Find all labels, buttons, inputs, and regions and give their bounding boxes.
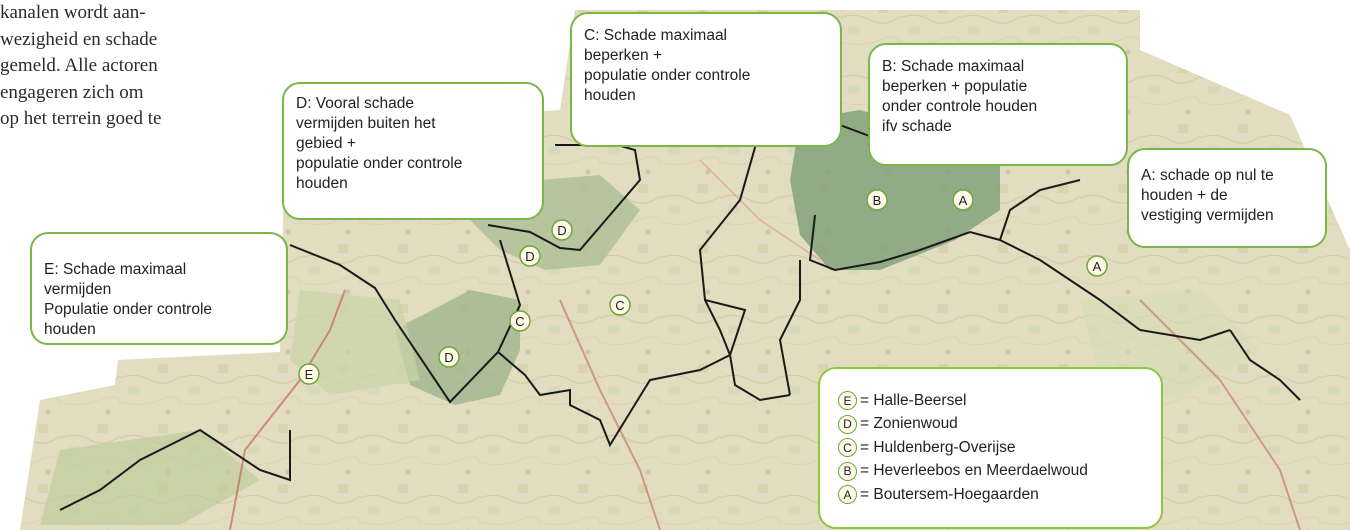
marker-label: B (873, 193, 882, 208)
marker-c-1: C (609, 294, 631, 316)
legend-badge: E (838, 391, 857, 411)
marker-d-1: D (551, 219, 573, 241)
marker-label: A (1093, 259, 1102, 274)
legend-label: = Boutersem-Hoegaarden (860, 485, 1039, 503)
marker-d-2: D (519, 245, 541, 267)
marker-e: E (298, 363, 320, 385)
callout-line: houden (44, 321, 96, 338)
callout-line: vestiging vermijden (1141, 207, 1274, 224)
callout-line: E: Schade maximaal (44, 261, 187, 278)
marker-label: D (557, 223, 566, 238)
legend-label: = Halle-Beersel (860, 391, 967, 409)
legend-badge: B (838, 461, 857, 481)
legend-item: E = Halle-Beersel (838, 389, 1161, 413)
marker-label: A (959, 193, 968, 208)
callout-a: A: schade op nul te houden + de vestigin… (1127, 148, 1327, 248)
article-text: kanalen wordt aan- wezigheid en schade g… (0, 0, 245, 133)
marker-label: E (305, 367, 314, 382)
marker-a-2: A (1086, 255, 1108, 277)
marker-label: D (444, 350, 453, 365)
callout-line: populatie onder controle (584, 67, 751, 84)
marker-label: D (525, 249, 534, 264)
marker-a-1: A (952, 189, 974, 211)
callout-line: houden (584, 87, 636, 104)
legend-label: = Zonienwoud (860, 415, 958, 433)
callout-line: houden + de (1141, 187, 1228, 204)
callout-line: onder controle houden (882, 98, 1038, 115)
callout-line: vermijden buiten het (296, 115, 436, 132)
callout-line: B: Schade maximaal (882, 58, 1025, 75)
marker-d-3: D (438, 346, 460, 368)
legend-label: = Huldenberg-Overijse (860, 438, 1016, 456)
callout-line: Populatie onder controle (44, 301, 213, 318)
callout-line: beperken + populatie (882, 78, 1028, 95)
article-line: wezigheid en schade (0, 28, 158, 50)
marker-label: C (515, 314, 524, 329)
legend-item: D = Zonienwoud (838, 413, 1161, 437)
callout-line: ifv schade (882, 118, 952, 135)
map-legend: E = Halle-Beersel D = Zonienwoud C = Hul… (818, 367, 1163, 529)
marker-label: C (615, 298, 624, 313)
callout-b: B: Schade maximaal beperken + populatie … (868, 43, 1128, 166)
article-line: engageren zich om (0, 81, 144, 103)
marker-b: B (866, 189, 888, 211)
legend-label: = Heverleebos en Meerdaelwoud (860, 462, 1088, 480)
article-line: gemeld. Alle actoren (0, 55, 158, 76)
legend-item: A = Boutersem-Hoegaarden (838, 483, 1161, 507)
legend-badge: C (838, 438, 857, 458)
legend-badge: A (838, 485, 857, 505)
legend-badge: D (838, 414, 857, 434)
article-line: op het terrein goed te (0, 108, 162, 129)
callout-line: A: schade op nul te (1141, 167, 1274, 184)
marker-c-2: C (509, 310, 531, 332)
map-markers: D D C C B A A D (298, 189, 1108, 385)
callout-line: houden (296, 175, 348, 192)
callout-line: D: Vooral schade (296, 95, 415, 112)
callout-c: C: Schade maximaal beperken + populatie … (570, 12, 842, 147)
callout-line: gebied + (296, 135, 356, 152)
callout-line: beperken + (584, 47, 662, 64)
callout-line: C: Schade maximaal (584, 27, 728, 44)
callout-d: D: Vooral schade vermijden buiten het ge… (282, 82, 544, 220)
legend-item: B = Heverleebos en Meerdaelwoud (838, 460, 1161, 484)
callout-e: E: Schade maximaal vermijden Populatie o… (30, 232, 288, 345)
article-line: kanalen wordt aan- (0, 2, 146, 23)
callout-line: vermijden (44, 281, 112, 298)
legend-item: C = Huldenberg-Overijse (838, 436, 1161, 460)
forest-zonienwoud (395, 290, 520, 405)
callout-line: populatie onder controle (296, 155, 463, 172)
